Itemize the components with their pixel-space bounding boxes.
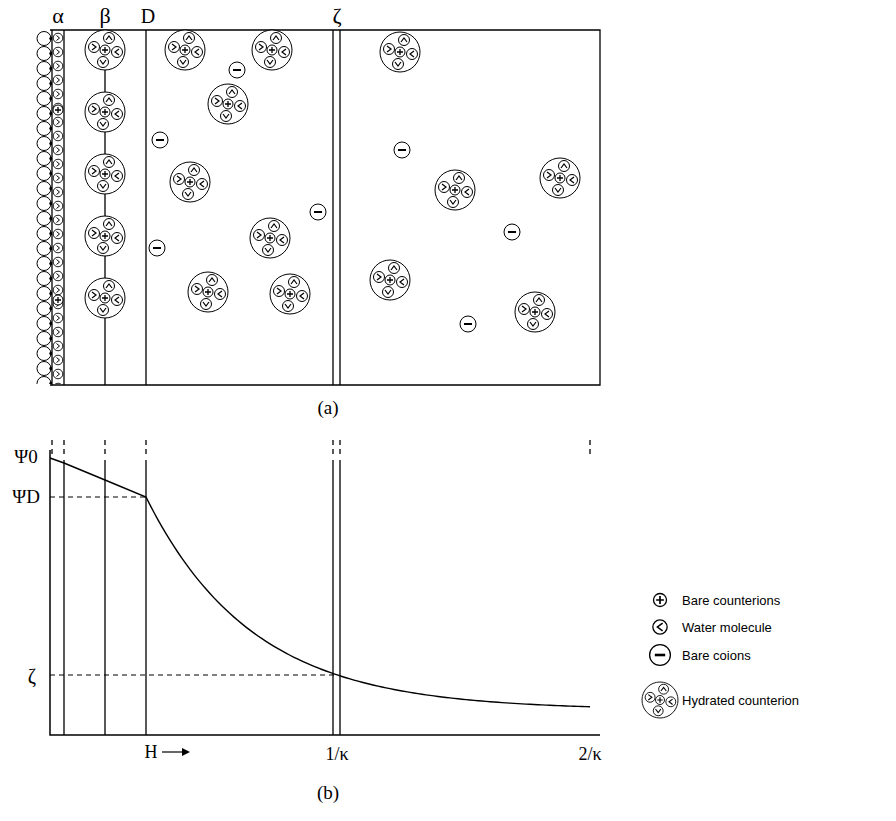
legend-text: Hydrated counterion: [682, 693, 799, 708]
legend-text: Bare counterions: [682, 593, 780, 608]
legend-item: Hydrated counterion: [640, 680, 890, 720]
legend-symbol: [640, 580, 680, 620]
panel-b: [50, 440, 600, 756]
axis-label: H: [145, 743, 158, 761]
potential-label: Ψ0: [14, 447, 38, 466]
layer-label: α: [52, 5, 64, 27]
legend-item: Bare coions: [640, 635, 890, 675]
legend-text: Water molecule: [682, 620, 772, 635]
axis-label: 1/κ: [325, 745, 348, 763]
axis-label: 2/κ: [578, 745, 601, 763]
panel-a: [35, 30, 600, 385]
panel-label: (a): [317, 398, 338, 417]
layer-label: D: [141, 6, 155, 26]
potential-label: ΨD: [12, 487, 40, 506]
panel-label: (b): [317, 783, 339, 802]
potential-curve: [50, 458, 590, 707]
legend-item: Water molecule: [640, 607, 890, 647]
legend-symbol: [640, 680, 680, 720]
legend-item: Bare counterions: [640, 580, 890, 620]
potential-label: ζ: [28, 666, 36, 686]
legend-text: Bare coions: [682, 648, 751, 663]
layer-label: ζ: [332, 5, 341, 27]
legend-symbol: [640, 607, 680, 647]
layer-label: β: [99, 5, 110, 27]
legend-symbol: [640, 635, 680, 675]
